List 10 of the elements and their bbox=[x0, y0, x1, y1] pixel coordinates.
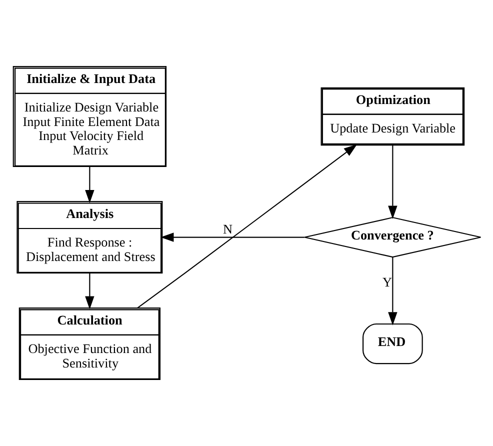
arrow bbox=[84, 166, 94, 204]
arrow bbox=[388, 258, 397, 326]
edge-label: N bbox=[222, 222, 232, 237]
edge-label: Y bbox=[382, 274, 392, 290]
node-box: END bbox=[362, 323, 422, 364]
arrow bbox=[160, 232, 304, 242]
arrow bbox=[136, 144, 357, 308]
node-diamond: Convergence ? bbox=[304, 216, 481, 258]
arrow bbox=[84, 273, 94, 310]
arrow bbox=[388, 145, 397, 219]
